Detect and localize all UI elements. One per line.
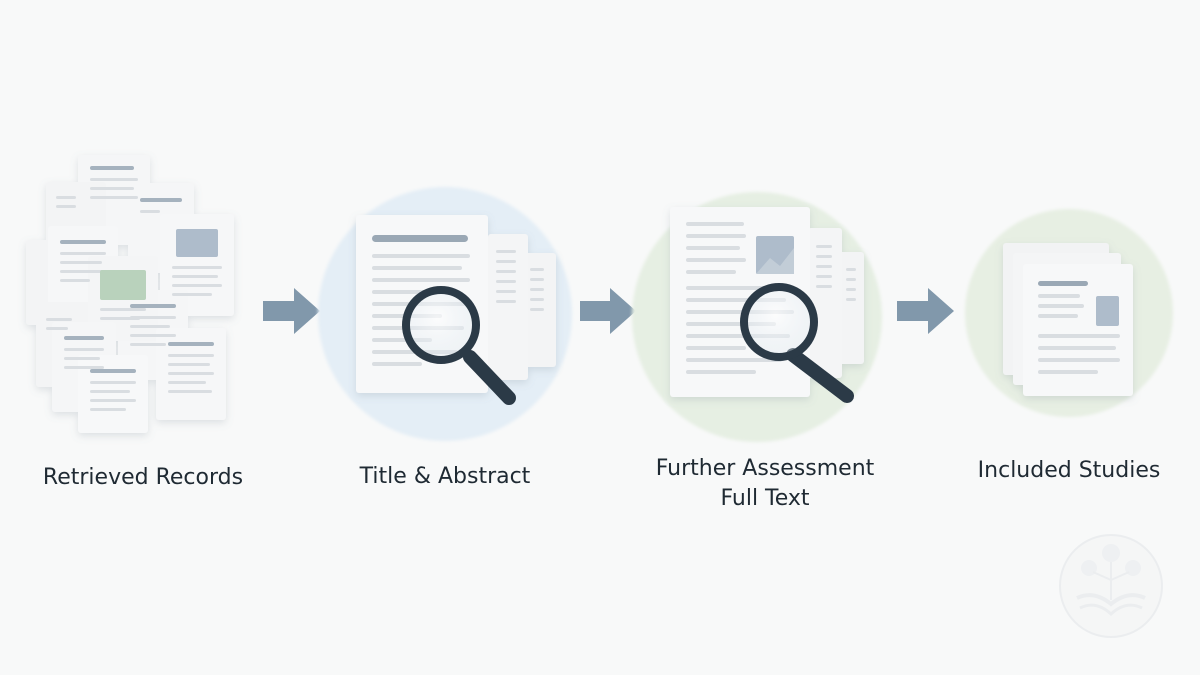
step-label-further-assessment: Further Assessment Full Text	[615, 454, 915, 514]
included-documents-icon	[965, 209, 1173, 417]
label-line-further-assessment: Further Assessment	[655, 456, 875, 481]
document-stack-icon	[26, 155, 234, 433]
full-text-magnifier-icon	[632, 192, 882, 442]
document-magnifier-icon	[318, 187, 572, 441]
arrow-right-icon	[263, 288, 320, 334]
arrow-right-icon	[580, 288, 636, 334]
step-label-included-studies: Included Studies	[977, 458, 1161, 483]
arrow-right-icon	[897, 288, 954, 334]
reading-tree-logo-icon	[1059, 534, 1163, 638]
label-line-full-text: Full Text	[720, 486, 810, 511]
step-label-title-abstract: Title & Abstract	[359, 464, 531, 489]
step-label-retrieved-records: Retrieved Records	[42, 465, 244, 490]
